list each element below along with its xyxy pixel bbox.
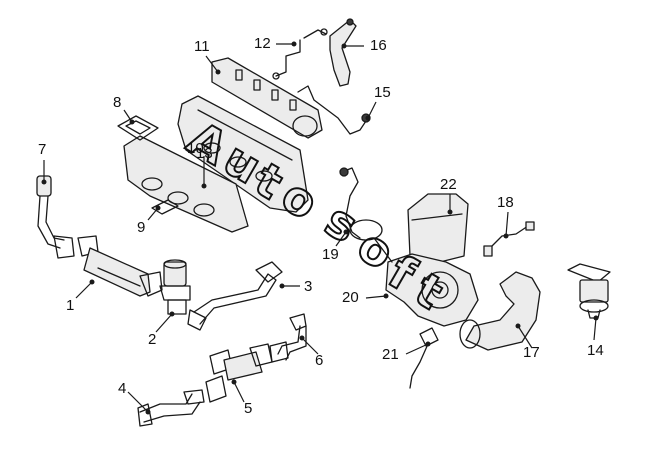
callout-16: 16 <box>370 37 387 54</box>
callout-11: 11 <box>194 38 210 55</box>
turbocharger-part <box>349 219 479 327</box>
callout-15: 15 <box>374 84 391 101</box>
fuel-rail-part <box>211 57 323 139</box>
egr-pipe-part <box>36 175 75 259</box>
callout-21: 21 <box>382 346 399 363</box>
actuator-part <box>567 263 611 319</box>
sensor-part <box>483 221 535 257</box>
egr-cooler-part <box>77 235 163 297</box>
small-gasket-part <box>151 199 179 215</box>
flanged-pipe-part <box>205 343 273 403</box>
callout-6: 6 <box>315 352 324 369</box>
callout-18: 18 <box>497 194 514 211</box>
callout-20: 20 <box>342 289 359 306</box>
callout-2: 2 <box>148 331 157 348</box>
callout-5: 5 <box>244 400 253 417</box>
callout-19: 19 <box>322 246 339 263</box>
small-pipe-part <box>269 313 307 363</box>
callout-9: 9 <box>137 219 146 236</box>
bend-pipe-part <box>137 389 205 427</box>
sensor-wire-part <box>339 167 361 239</box>
intake-manifold-part <box>177 95 309 213</box>
callout-14: 14 <box>587 342 604 359</box>
callout-10: 10 <box>187 140 204 157</box>
connecting-pipe-part <box>187 261 283 331</box>
callout-3: 3 <box>304 278 313 295</box>
callout-17: 17 <box>523 344 540 361</box>
callout-1: 1 <box>66 297 75 314</box>
callout-8: 8 <box>113 94 122 111</box>
exhaust-manifold-part <box>123 135 249 233</box>
injection-pipe-part <box>272 28 328 80</box>
callout-leaders <box>41 41 599 415</box>
callout-4: 4 <box>118 380 127 397</box>
oil-line-part <box>409 327 439 389</box>
egr-valve-part <box>159 259 191 315</box>
gasket-part <box>117 115 159 141</box>
callout-22: 22 <box>440 176 457 193</box>
callout-7: 7 <box>38 141 47 158</box>
injector-part <box>329 18 357 87</box>
callout-12: 12 <box>254 35 271 52</box>
callout-13: 13 <box>196 145 213 162</box>
